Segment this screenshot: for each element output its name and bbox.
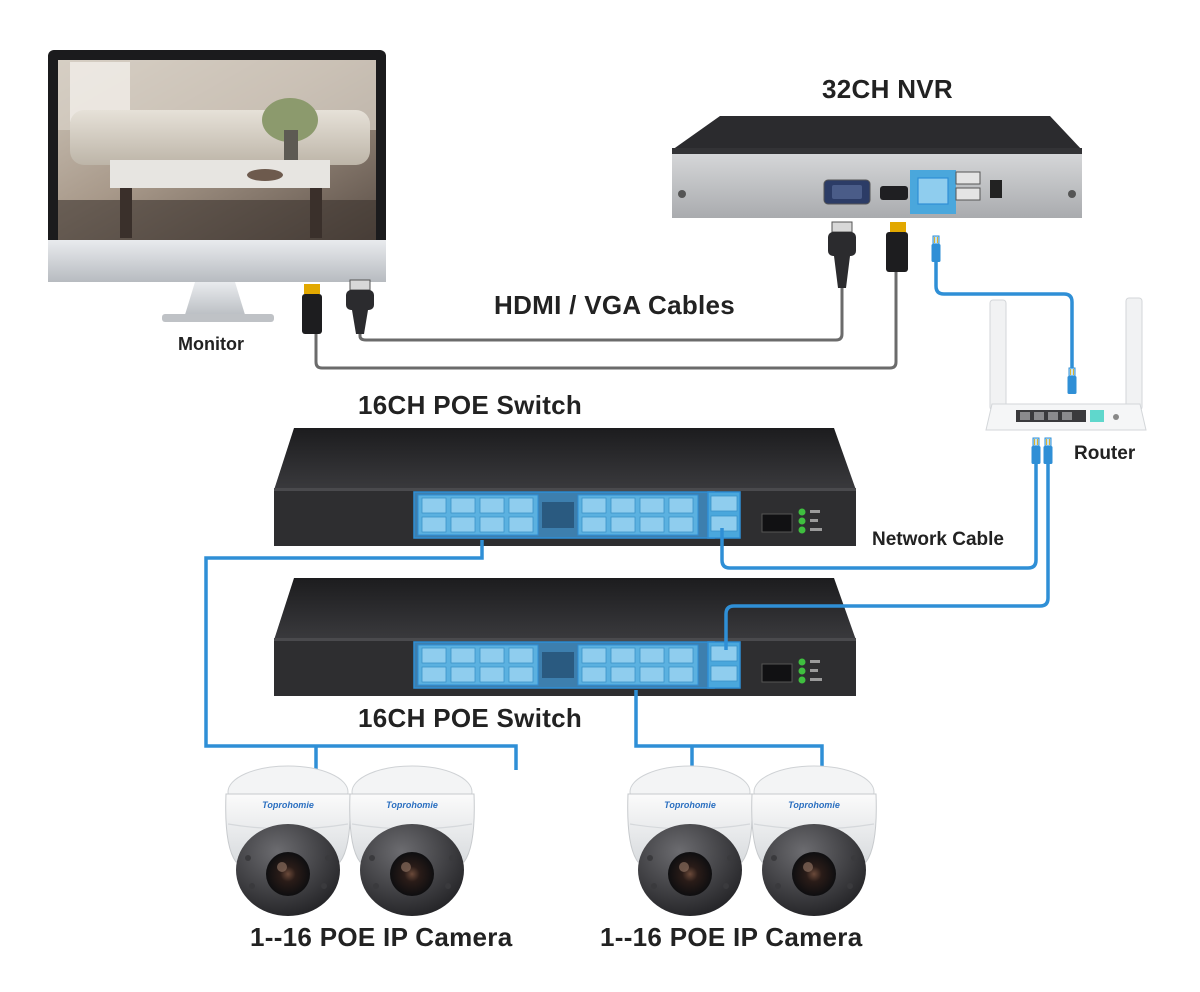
hdmi-vga-label: HDMI / VGA Cables xyxy=(494,290,736,320)
router-label: Router xyxy=(1074,443,1136,464)
switch-top-label: 16CH POE Switch xyxy=(358,390,583,420)
hdmi-plug-icon xyxy=(302,284,322,334)
vga-plug-icon xyxy=(346,279,374,334)
dome-camera-icon: Toprohomie xyxy=(225,765,351,917)
nvr-icon xyxy=(672,116,1082,218)
dome-camera-icon: Toprohomie xyxy=(349,765,475,917)
network-cables xyxy=(204,262,1074,770)
dome-camera-icon: Toprohomie xyxy=(627,765,753,917)
router-icon xyxy=(985,297,1147,431)
camera-brand-3: Toprohomie xyxy=(664,800,716,810)
network-cable-label: Network Cable xyxy=(872,529,1004,550)
monitor-icon xyxy=(48,50,386,322)
dome-camera-icon: Toprohomie xyxy=(751,765,877,917)
hdmi-vga-cables xyxy=(314,272,898,370)
hdmi-plug-nvr-icon xyxy=(886,222,908,272)
poe-switch-top-icon xyxy=(274,428,856,546)
vga-plug-nvr-icon xyxy=(828,221,856,288)
nvr-label: 32CH NVR xyxy=(822,74,953,104)
camera-brand-2: Toprohomie xyxy=(386,800,438,810)
poe-switch-bottom-icon xyxy=(274,578,856,696)
camera-group-right-label: 1--16 POE IP Camera xyxy=(600,922,863,952)
monitor-label: Monitor xyxy=(178,334,244,354)
camera-brand-1: Toprohomie xyxy=(262,800,314,810)
camera-group-left-label: 1--16 POE IP Camera xyxy=(250,922,513,952)
switch-bottom-label: 16CH POE Switch xyxy=(358,703,583,733)
camera-brand-4: Toprohomie xyxy=(788,800,840,810)
